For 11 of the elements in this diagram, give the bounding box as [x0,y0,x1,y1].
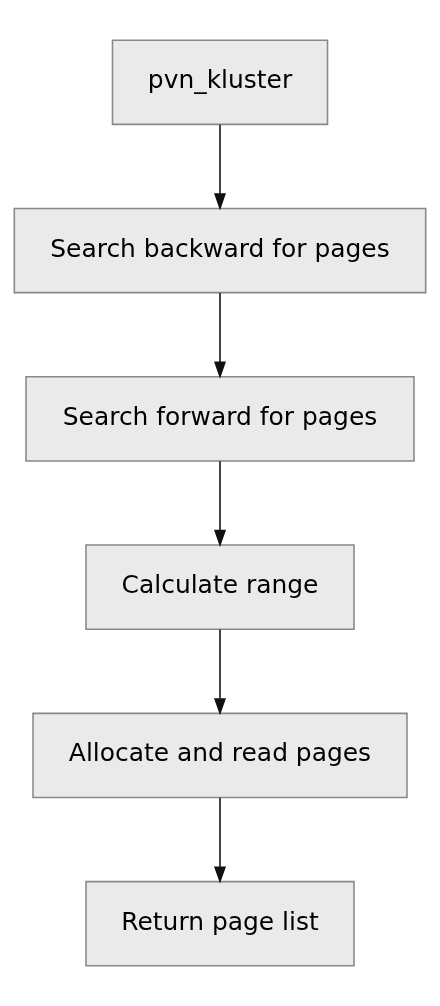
node-box: Return page list [85,880,355,967]
node-box: Search forward for pages [25,376,415,462]
node-box: Calculate range [85,544,355,630]
arrow [214,628,226,716]
node-box: Allocate and read pages [32,712,408,799]
node-box: Search backward for pages [13,207,427,294]
node-box: pvn_kluster [111,39,329,126]
arrow [214,123,226,211]
arrow [214,460,226,547]
arrow [214,292,226,379]
arrow [214,797,226,884]
